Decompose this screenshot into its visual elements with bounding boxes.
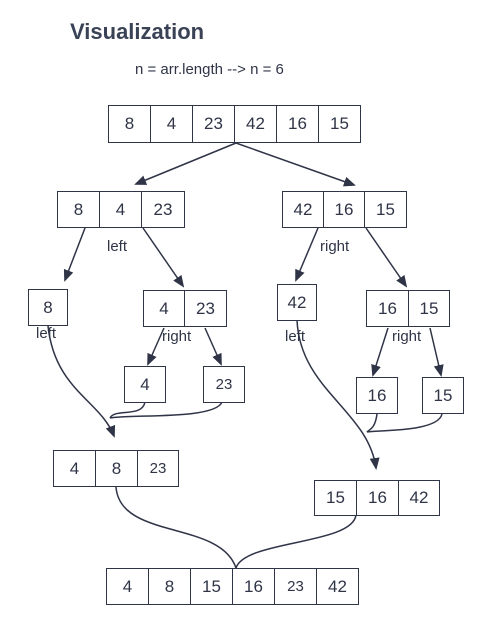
array-cell: 16 bbox=[366, 290, 409, 327]
array-cell: 15 bbox=[318, 105, 361, 143]
label-right: right bbox=[392, 328, 422, 345]
array-cell: 8 bbox=[28, 289, 68, 326]
array-cell: 15 bbox=[190, 568, 233, 605]
arrow-left-to-single bbox=[63, 227, 86, 282]
array-cell: 4 bbox=[106, 568, 149, 605]
array-cell: 42 bbox=[316, 568, 359, 605]
array-cell: 15 bbox=[422, 377, 464, 414]
arrow-root-to-left bbox=[134, 142, 237, 185]
diagram-title: Visualization bbox=[70, 19, 205, 44]
arrow-pair-to-leaf-15 bbox=[429, 327, 444, 377]
array-cell: 23 bbox=[203, 366, 245, 403]
merge-curve-leaf-4 bbox=[109, 401, 146, 419]
array-cell: 16 bbox=[323, 191, 365, 228]
array-cell: 16 bbox=[356, 377, 398, 414]
array-cell: 8 bbox=[108, 105, 151, 143]
array-cell: 23 bbox=[192, 105, 235, 143]
merge-curve-leaf-23 bbox=[109, 401, 223, 419]
array-cell: 23 bbox=[184, 290, 227, 327]
array-cell: 23 bbox=[137, 450, 179, 487]
array-cell: 15 bbox=[314, 480, 357, 516]
array-cell: 23 bbox=[141, 191, 185, 228]
array-cell: 4 bbox=[53, 450, 96, 487]
array-cell: 42 bbox=[234, 105, 277, 143]
merge-curve-leaf-15 bbox=[366, 413, 443, 433]
label-left: left bbox=[36, 325, 57, 342]
array-cell: 4 bbox=[143, 290, 185, 327]
array-cell: 16 bbox=[232, 568, 275, 605]
arrow-right-to-pair bbox=[365, 227, 408, 288]
label-right: right bbox=[320, 238, 350, 255]
array-cell: 42 bbox=[398, 480, 440, 516]
array-cell: 16 bbox=[276, 105, 319, 143]
array-cell: 16 bbox=[356, 480, 399, 516]
array-cell: 8 bbox=[95, 450, 138, 487]
arrow-root-to-right bbox=[235, 142, 356, 187]
array-cell: 23 bbox=[274, 568, 317, 605]
label-left: left bbox=[285, 328, 306, 345]
array-cell: 15 bbox=[408, 290, 450, 327]
array-cell: 4 bbox=[124, 366, 166, 403]
merge-curve-right-single bbox=[296, 319, 380, 470]
array-cell: 4 bbox=[99, 191, 142, 228]
arrow-pair-to-leaf-16 bbox=[371, 327, 389, 377]
array-cell: 42 bbox=[277, 284, 317, 321]
label-right: right bbox=[162, 328, 192, 345]
merge-curve-final-left bbox=[115, 486, 237, 569]
arrow-left-to-pair bbox=[142, 227, 185, 288]
array-cell: 4 bbox=[150, 105, 193, 143]
arrow-pair-to-leaf-4 bbox=[147, 327, 165, 366]
array-cell: 15 bbox=[364, 191, 407, 228]
merge-curve-left-single bbox=[47, 325, 116, 438]
array-cell: 42 bbox=[282, 191, 324, 228]
arrow-right-to-single bbox=[295, 227, 319, 282]
label-left: left bbox=[107, 238, 128, 255]
array-cell: 8 bbox=[148, 568, 191, 605]
array-cell: 8 bbox=[57, 191, 100, 228]
length-note: n = arr.length --> n = 6 bbox=[135, 61, 284, 78]
merge-curve-leaf-16 bbox=[366, 413, 378, 433]
arrow-pair-to-leaf-23 bbox=[204, 327, 222, 366]
merge-curve-final-right bbox=[235, 514, 357, 569]
